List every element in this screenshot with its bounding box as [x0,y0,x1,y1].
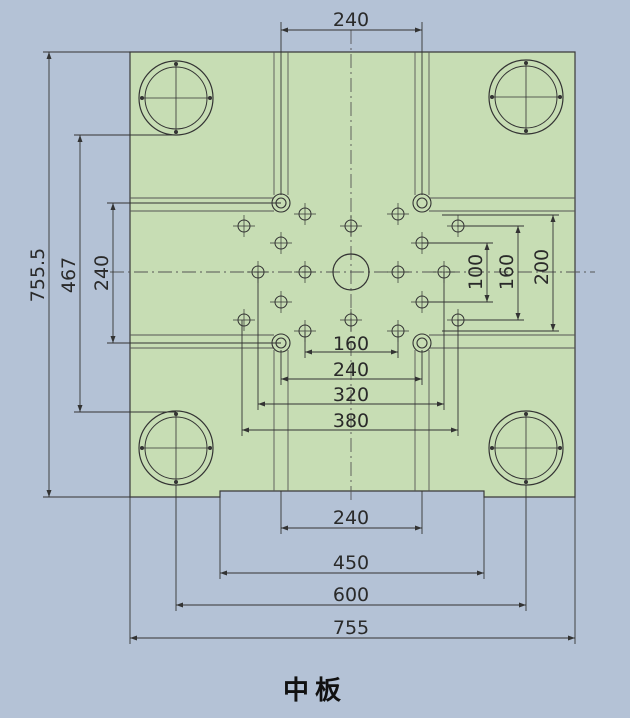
arrow-head [130,635,137,641]
center-nozzle-hole [332,253,370,291]
arrow-head [519,602,526,608]
dim-160-horizontal: 160 [333,333,369,355]
arrow-head [391,349,398,355]
arrow-head [550,324,556,331]
tie-bar-hole-top-left [138,60,214,136]
arrow-head [305,349,312,355]
arrow-head [515,226,521,233]
arrow-head [176,602,183,608]
arrow-head [550,215,556,222]
arrow-head [568,635,575,641]
dim-755-5: 755.5 [27,248,49,302]
dimension-lines [43,22,576,644]
center-lines [110,30,595,500]
arrow-head [46,490,52,497]
dimension-arrows [46,27,575,641]
arrow-head [515,313,521,320]
dim-600: 600 [333,584,369,606]
dim-160-vertical: 160 [496,254,518,290]
dim-380: 380 [333,410,369,432]
arrow-head [242,427,249,433]
dim-100: 100 [465,254,487,290]
dim-200: 200 [531,249,553,285]
dim-450: 450 [333,552,369,574]
dim-320: 320 [333,384,369,406]
platen-outline [129,51,576,498]
arrow-head [415,27,422,33]
arrow-head [451,427,458,433]
tie-bar-hole-bottom-left [138,410,214,486]
dim-467: 467 [58,257,80,293]
vertical-slot-lines [273,52,430,491]
arrow-head [110,203,116,210]
dim-left-240: 240 [91,255,113,291]
arrow-head [220,570,227,576]
drawing-caption: 中板 [282,676,347,706]
arrow-head [281,376,288,382]
arrow-head [484,295,490,302]
dim-240-horizontal: 240 [333,359,369,381]
tie-bar-ring-dots [140,61,562,484]
dim-755: 755 [333,617,369,639]
arrow-head [258,401,265,407]
arrow-head [46,52,52,59]
arrow-head [281,525,288,531]
tie-bar-hole-top-right [488,59,564,135]
arrow-head [437,401,444,407]
arrow-head [281,27,288,33]
arrow-head [415,525,422,531]
arrow-head [484,243,490,250]
arrow-head [77,135,83,142]
arrow-head [77,405,83,412]
arrow-head [415,376,422,382]
arrow-head [110,336,116,343]
dim-bottom-240: 240 [333,507,369,529]
arrow-head [477,570,484,576]
tie-bar-hole-bottom-right [488,410,564,486]
horizontal-slot-lines [130,197,575,349]
dim-top-240: 240 [333,9,369,31]
